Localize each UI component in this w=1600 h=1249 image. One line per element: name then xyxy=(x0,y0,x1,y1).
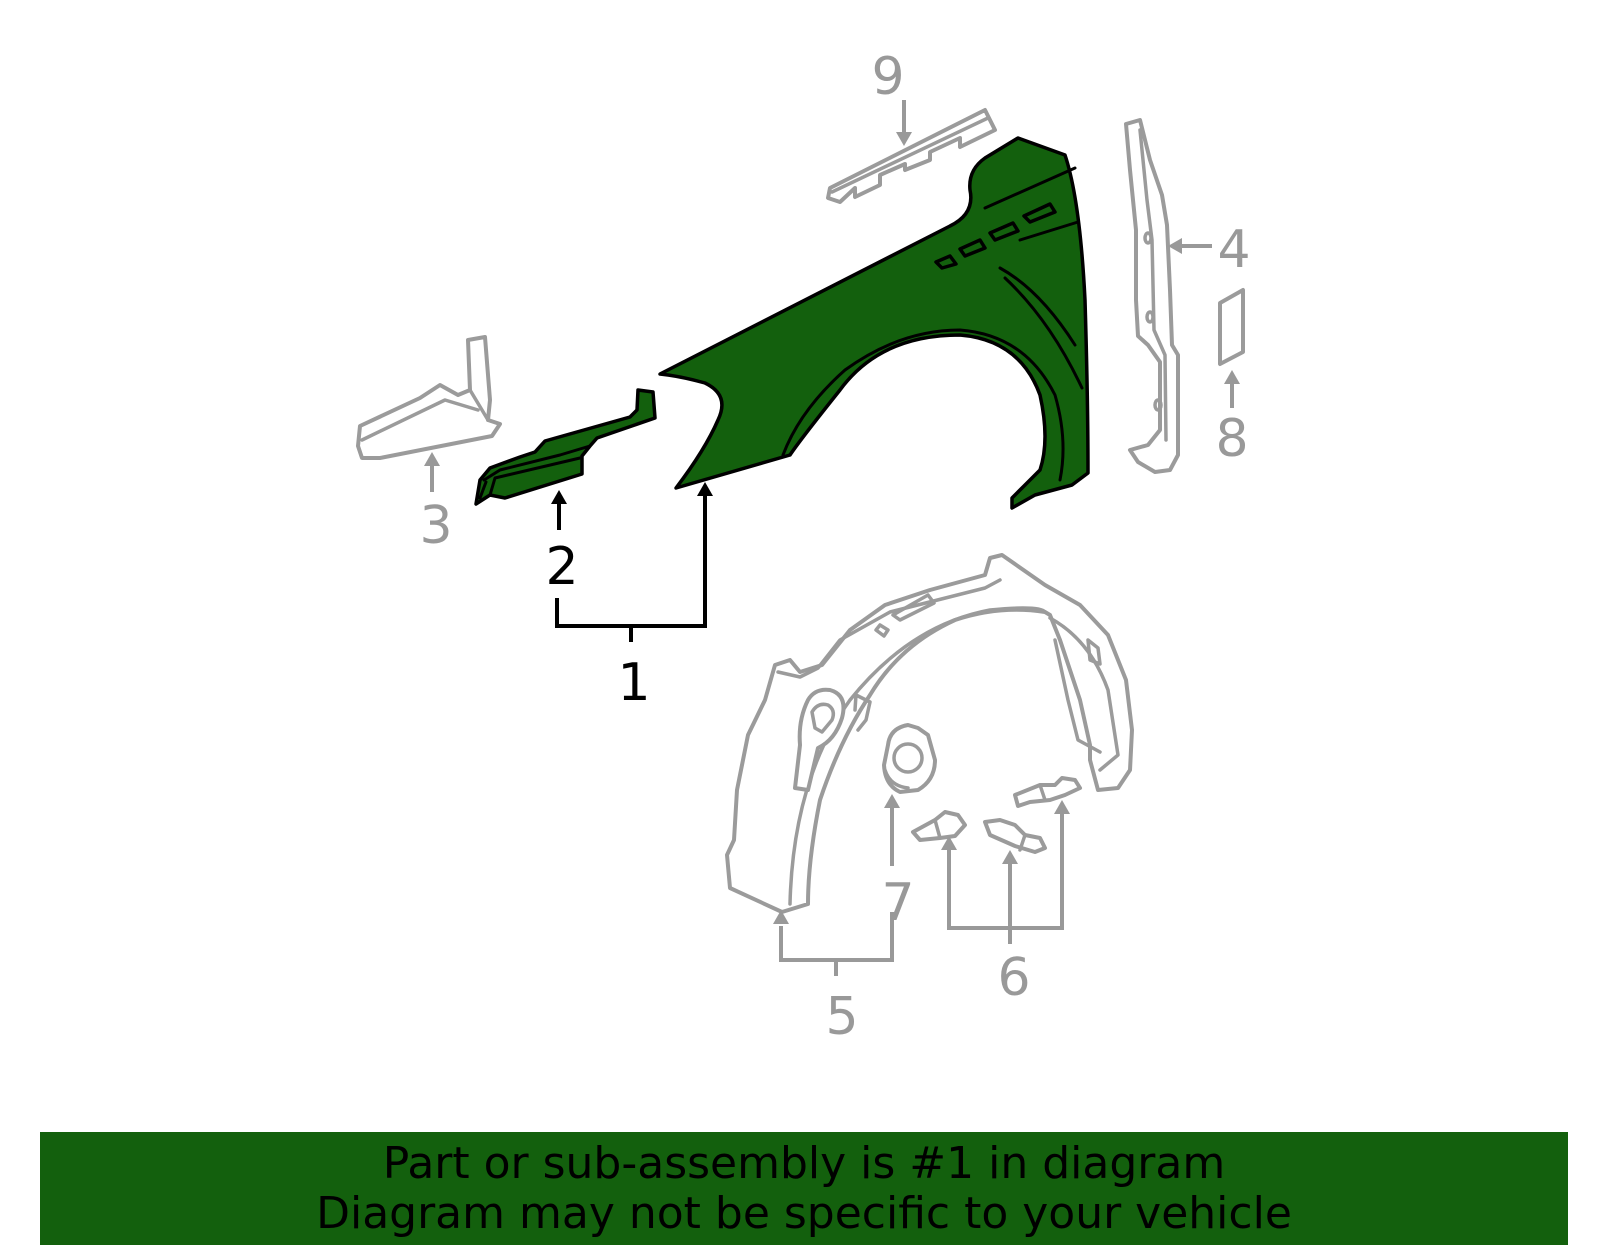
arrow-5 xyxy=(773,910,789,924)
callout-9: 9 xyxy=(871,47,904,107)
arrow-3 xyxy=(424,452,440,466)
leader-5-bracket xyxy=(779,912,894,962)
callout-2: 2 xyxy=(545,537,578,597)
arrow-6c xyxy=(1054,800,1070,814)
banner-line-2: Diagram may not be specific to your vehi… xyxy=(316,1187,1292,1239)
arrow-7 xyxy=(884,794,900,808)
callout-8: 8 xyxy=(1215,409,1248,469)
callout-5: 5 xyxy=(825,987,858,1047)
arrow-1 xyxy=(697,482,713,496)
callout-4: 4 xyxy=(1217,220,1250,280)
arrow-6a xyxy=(941,836,957,850)
arrow-2 xyxy=(551,490,567,504)
part-1-fender xyxy=(658,136,1090,510)
part-5-liner xyxy=(725,553,1134,914)
leader-1-bracket xyxy=(555,496,707,628)
part-3-bracket xyxy=(356,335,502,460)
part-4-rail xyxy=(1124,118,1180,474)
part-9-bracket xyxy=(826,108,997,204)
callout-3: 3 xyxy=(419,496,452,556)
callout-6: 6 xyxy=(997,948,1030,1008)
callout-7: 7 xyxy=(881,873,914,933)
part-7-grommet xyxy=(882,723,937,794)
part-8-pad xyxy=(1218,288,1245,366)
arrow-6b xyxy=(1002,850,1018,864)
part-2-bracket xyxy=(474,388,657,506)
notice-banner: Part or sub-assembly is #1 in diagram Di… xyxy=(40,1132,1568,1245)
leader-6-bracket xyxy=(947,814,1064,930)
banner-line-1: Part or sub-assembly is #1 in diagram xyxy=(382,1137,1226,1189)
arrow-4 xyxy=(1168,238,1182,254)
part-6-clips xyxy=(911,776,1082,854)
arrow-8 xyxy=(1224,370,1240,384)
arrow-9 xyxy=(896,132,912,146)
callout-1: 1 xyxy=(617,653,650,713)
